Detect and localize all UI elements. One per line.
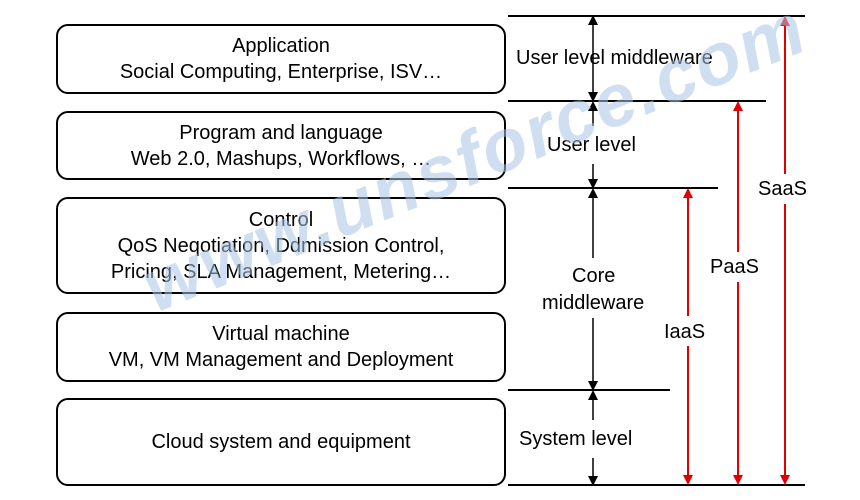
label-core-middleware-1: Core — [572, 265, 616, 287]
label-core-middleware-2: middleware — [542, 292, 645, 314]
layer-program-title: Program and language — [179, 121, 383, 144]
layer-control-title: Control — [248, 208, 314, 231]
layer-cloud-system: Cloud system and equipment — [56, 398, 506, 486]
layer-control-detail-1: QoS Neqotiation, Ddmission Control, — [117, 234, 445, 257]
label-iaas: IaaS — [664, 321, 706, 343]
layer-virtual-machine: Virtual machine VM, VM Management and De… — [56, 312, 506, 382]
layer-application-detail: Social Computing, Enterprise, ISV… — [119, 61, 443, 83]
layer-application-title: Application — [232, 35, 330, 57]
label-paas: PaaS — [710, 256, 759, 278]
layer-program-detail: Web 2.0, Mashups, Workflows, … — [130, 147, 432, 170]
layer-vm-detail: VM, VM Management and Deployment — [108, 349, 454, 371]
layer-control-detail-2: Pricing, SLA Management, Metering… — [110, 260, 452, 283]
layer-application: Application Social Computing, Enterprise… — [56, 24, 506, 94]
label-saas: SaaS — [758, 178, 807, 200]
label-user-level: User level — [547, 134, 636, 156]
layer-program-language: Program and language Web 2.0, Mashups, W… — [56, 111, 506, 180]
layer-cloud-title: Cloud system and equipment — [151, 431, 411, 453]
layer-control: Control QoS Neqotiation, Ddmission Contr… — [56, 197, 506, 294]
label-system-level: System level — [519, 428, 633, 450]
label-user-level-middleware: User level middleware — [516, 47, 713, 69]
layer-vm-title: Virtual machine — [212, 323, 350, 345]
